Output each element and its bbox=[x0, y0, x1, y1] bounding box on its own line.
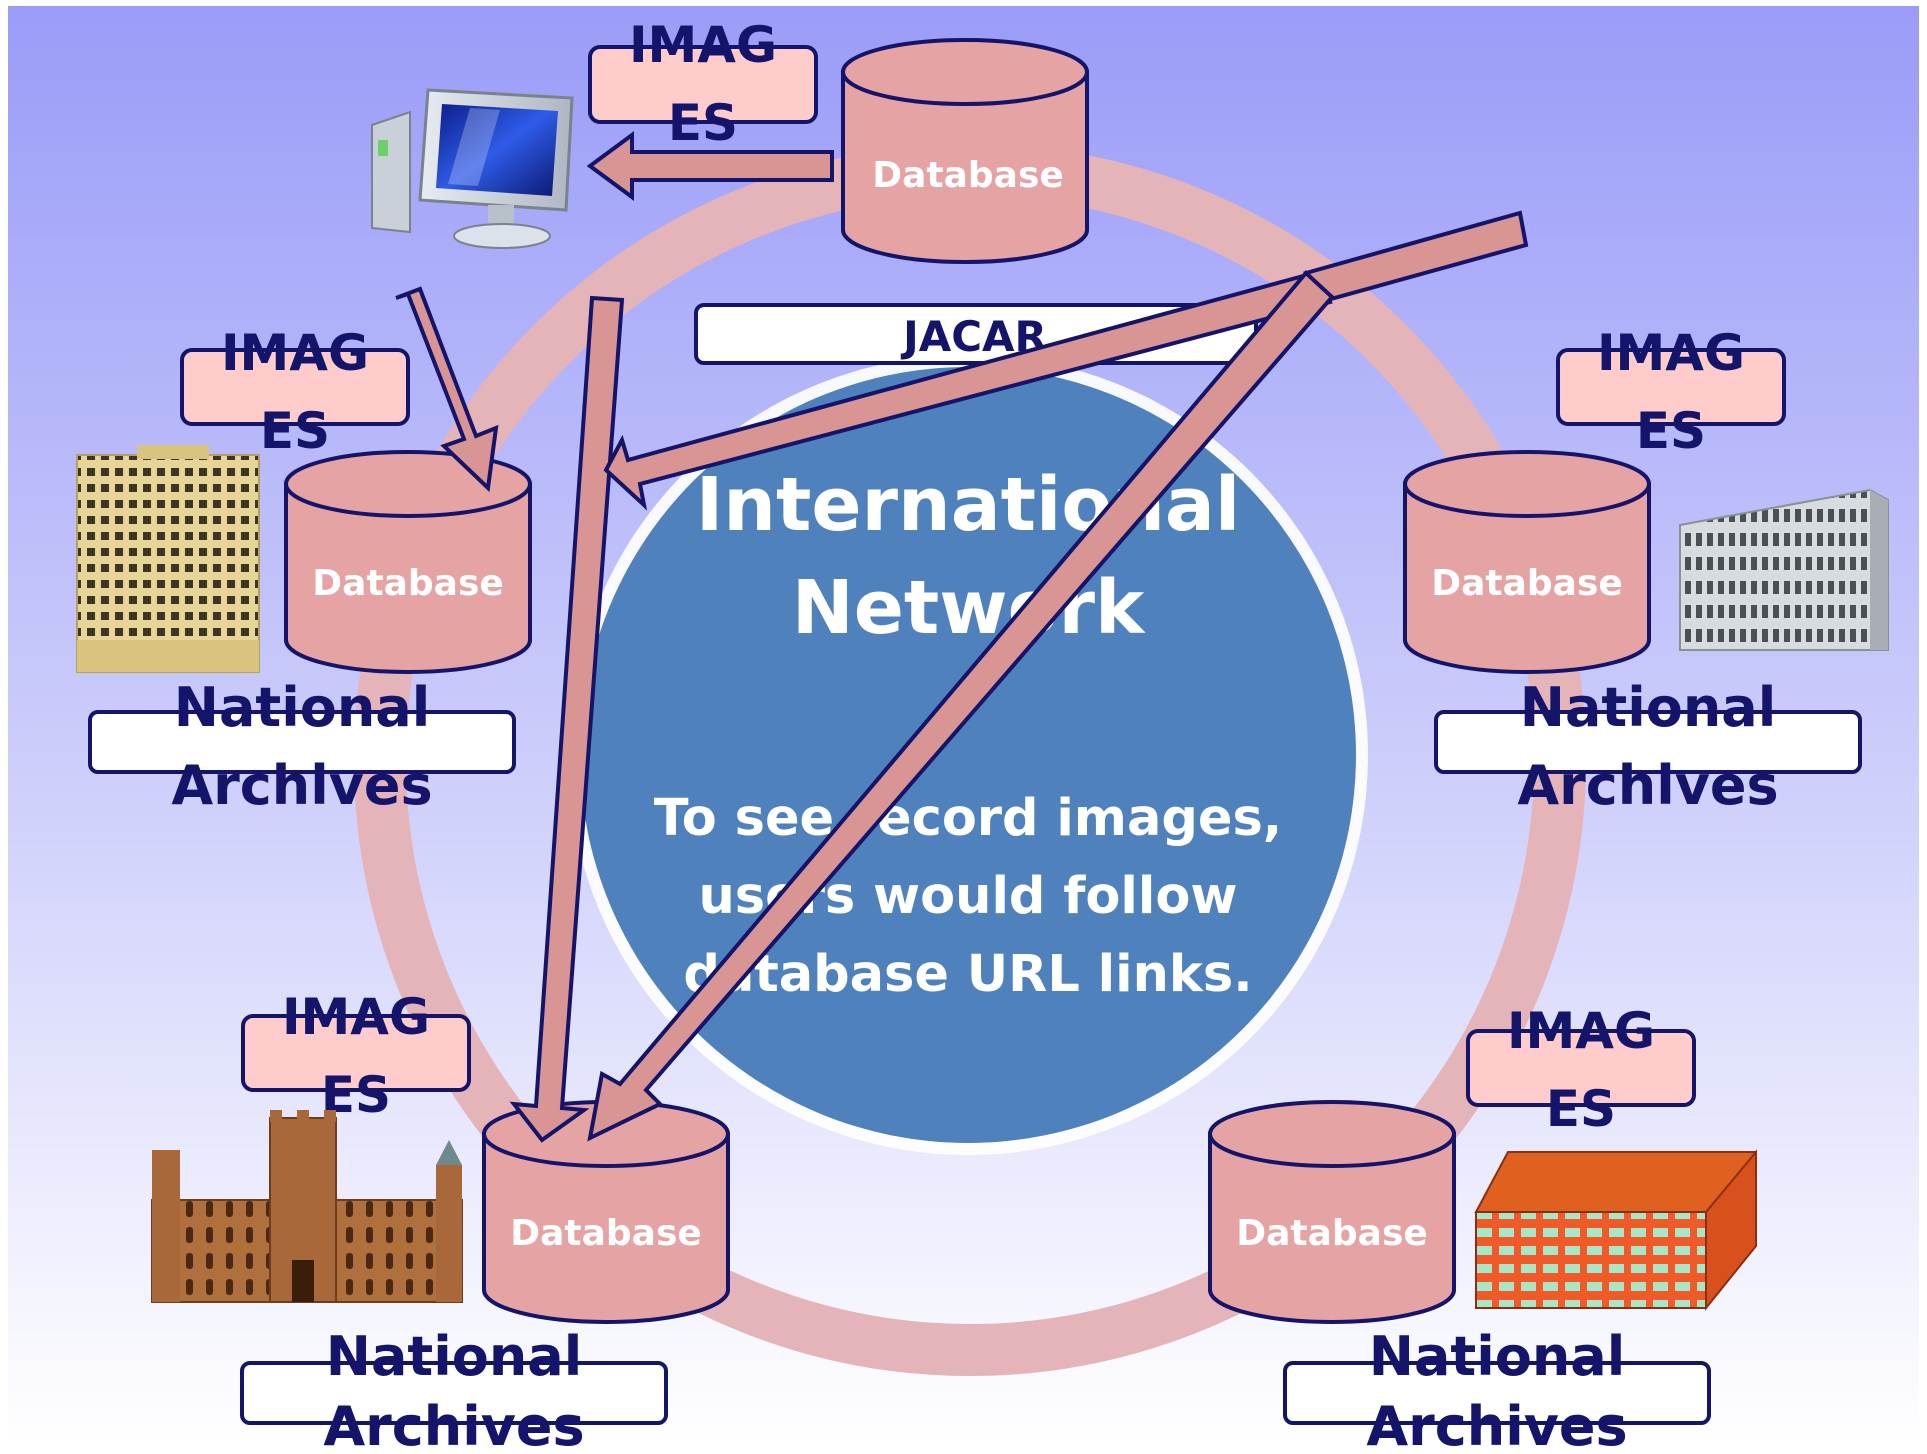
archive-2-name-line1: National bbox=[1520, 676, 1776, 739]
archive-3-database-label: Database bbox=[510, 1213, 702, 1254]
archive-4-images-box: IMAG ES bbox=[1466, 1002, 1696, 1138]
archive-3-database: Database bbox=[482, 1100, 730, 1324]
archive-1-images-line2: ES bbox=[260, 402, 330, 460]
archive-2-images-line1: IMAG bbox=[1597, 324, 1745, 382]
archive-2-database-label: Database bbox=[1431, 563, 1623, 604]
archive-2-building-icon bbox=[1679, 488, 1889, 651]
archive-3-name-line2: Archives bbox=[323, 1395, 584, 1450]
jacar-images-line2: ES bbox=[668, 94, 738, 152]
archive-4-database-label: Database bbox=[1236, 1213, 1428, 1254]
archive-3-images-line1: IMAG bbox=[282, 988, 430, 1046]
archive-1-name-line1: National bbox=[174, 676, 430, 739]
archive-1-images-box: IMAG ES bbox=[180, 324, 410, 460]
archive-3-name-box: National Archives bbox=[240, 1325, 668, 1454]
archive-4-images-line2: ES bbox=[1546, 1080, 1616, 1138]
network-caption-line3: database URL links. bbox=[683, 945, 1252, 1004]
archive-4-database: Database bbox=[1208, 1100, 1456, 1324]
archive-4-name-line2: Archives bbox=[1366, 1395, 1627, 1450]
computer-icon bbox=[371, 88, 574, 249]
archive-4-name-line1: National bbox=[1369, 1325, 1625, 1388]
arrow-branch-to-archive1 bbox=[603, 269, 1333, 511]
archive-3-castle-icon bbox=[151, 1110, 463, 1303]
archive-3-images-box: IMAG ES bbox=[241, 988, 471, 1124]
archive-2-name-box: National Archives bbox=[1434, 676, 1862, 817]
jacar-database: Database bbox=[841, 38, 1089, 264]
arrow-down-to-archive3 bbox=[509, 295, 625, 1143]
archive-4-name-box: National Archives bbox=[1283, 1325, 1711, 1454]
network-caption-line1: To see record images, bbox=[654, 789, 1282, 848]
jacar-images-box: IMAG ES bbox=[588, 16, 818, 152]
archive-1-name-line2: Archives bbox=[171, 754, 432, 817]
international-network-circle bbox=[568, 355, 1368, 1155]
arrow-jacar-to-computer bbox=[586, 131, 834, 201]
arrow-computer-to-archive1 bbox=[395, 286, 499, 493]
archive-1-database: Database bbox=[284, 450, 532, 674]
archive-2-images-line2: ES bbox=[1636, 402, 1706, 460]
jacar-images-line1: IMAG bbox=[629, 16, 777, 74]
jacar-database-label: Database bbox=[872, 155, 1064, 196]
archive-2-database: Database bbox=[1403, 450, 1651, 674]
arrow-diagonal-to-archive3 bbox=[587, 270, 1335, 1142]
archive-1-database-label: Database bbox=[312, 563, 504, 604]
archive-4-building-icon bbox=[1474, 1149, 1757, 1311]
archive-1-name-box: National Archives bbox=[88, 676, 516, 817]
arrows bbox=[395, 131, 1529, 1143]
archive-2-name-line2: Archives bbox=[1517, 754, 1778, 817]
archive-2-images-box: IMAG ES bbox=[1556, 324, 1786, 460]
network-title-line2: Network bbox=[792, 565, 1146, 651]
archive-1-tower-icon bbox=[76, 445, 260, 673]
archive-3-name-line1: National bbox=[326, 1325, 582, 1388]
archive-1-images-line1: IMAG bbox=[221, 324, 369, 382]
archive-4-images-line1: IMAG bbox=[1507, 1002, 1655, 1060]
